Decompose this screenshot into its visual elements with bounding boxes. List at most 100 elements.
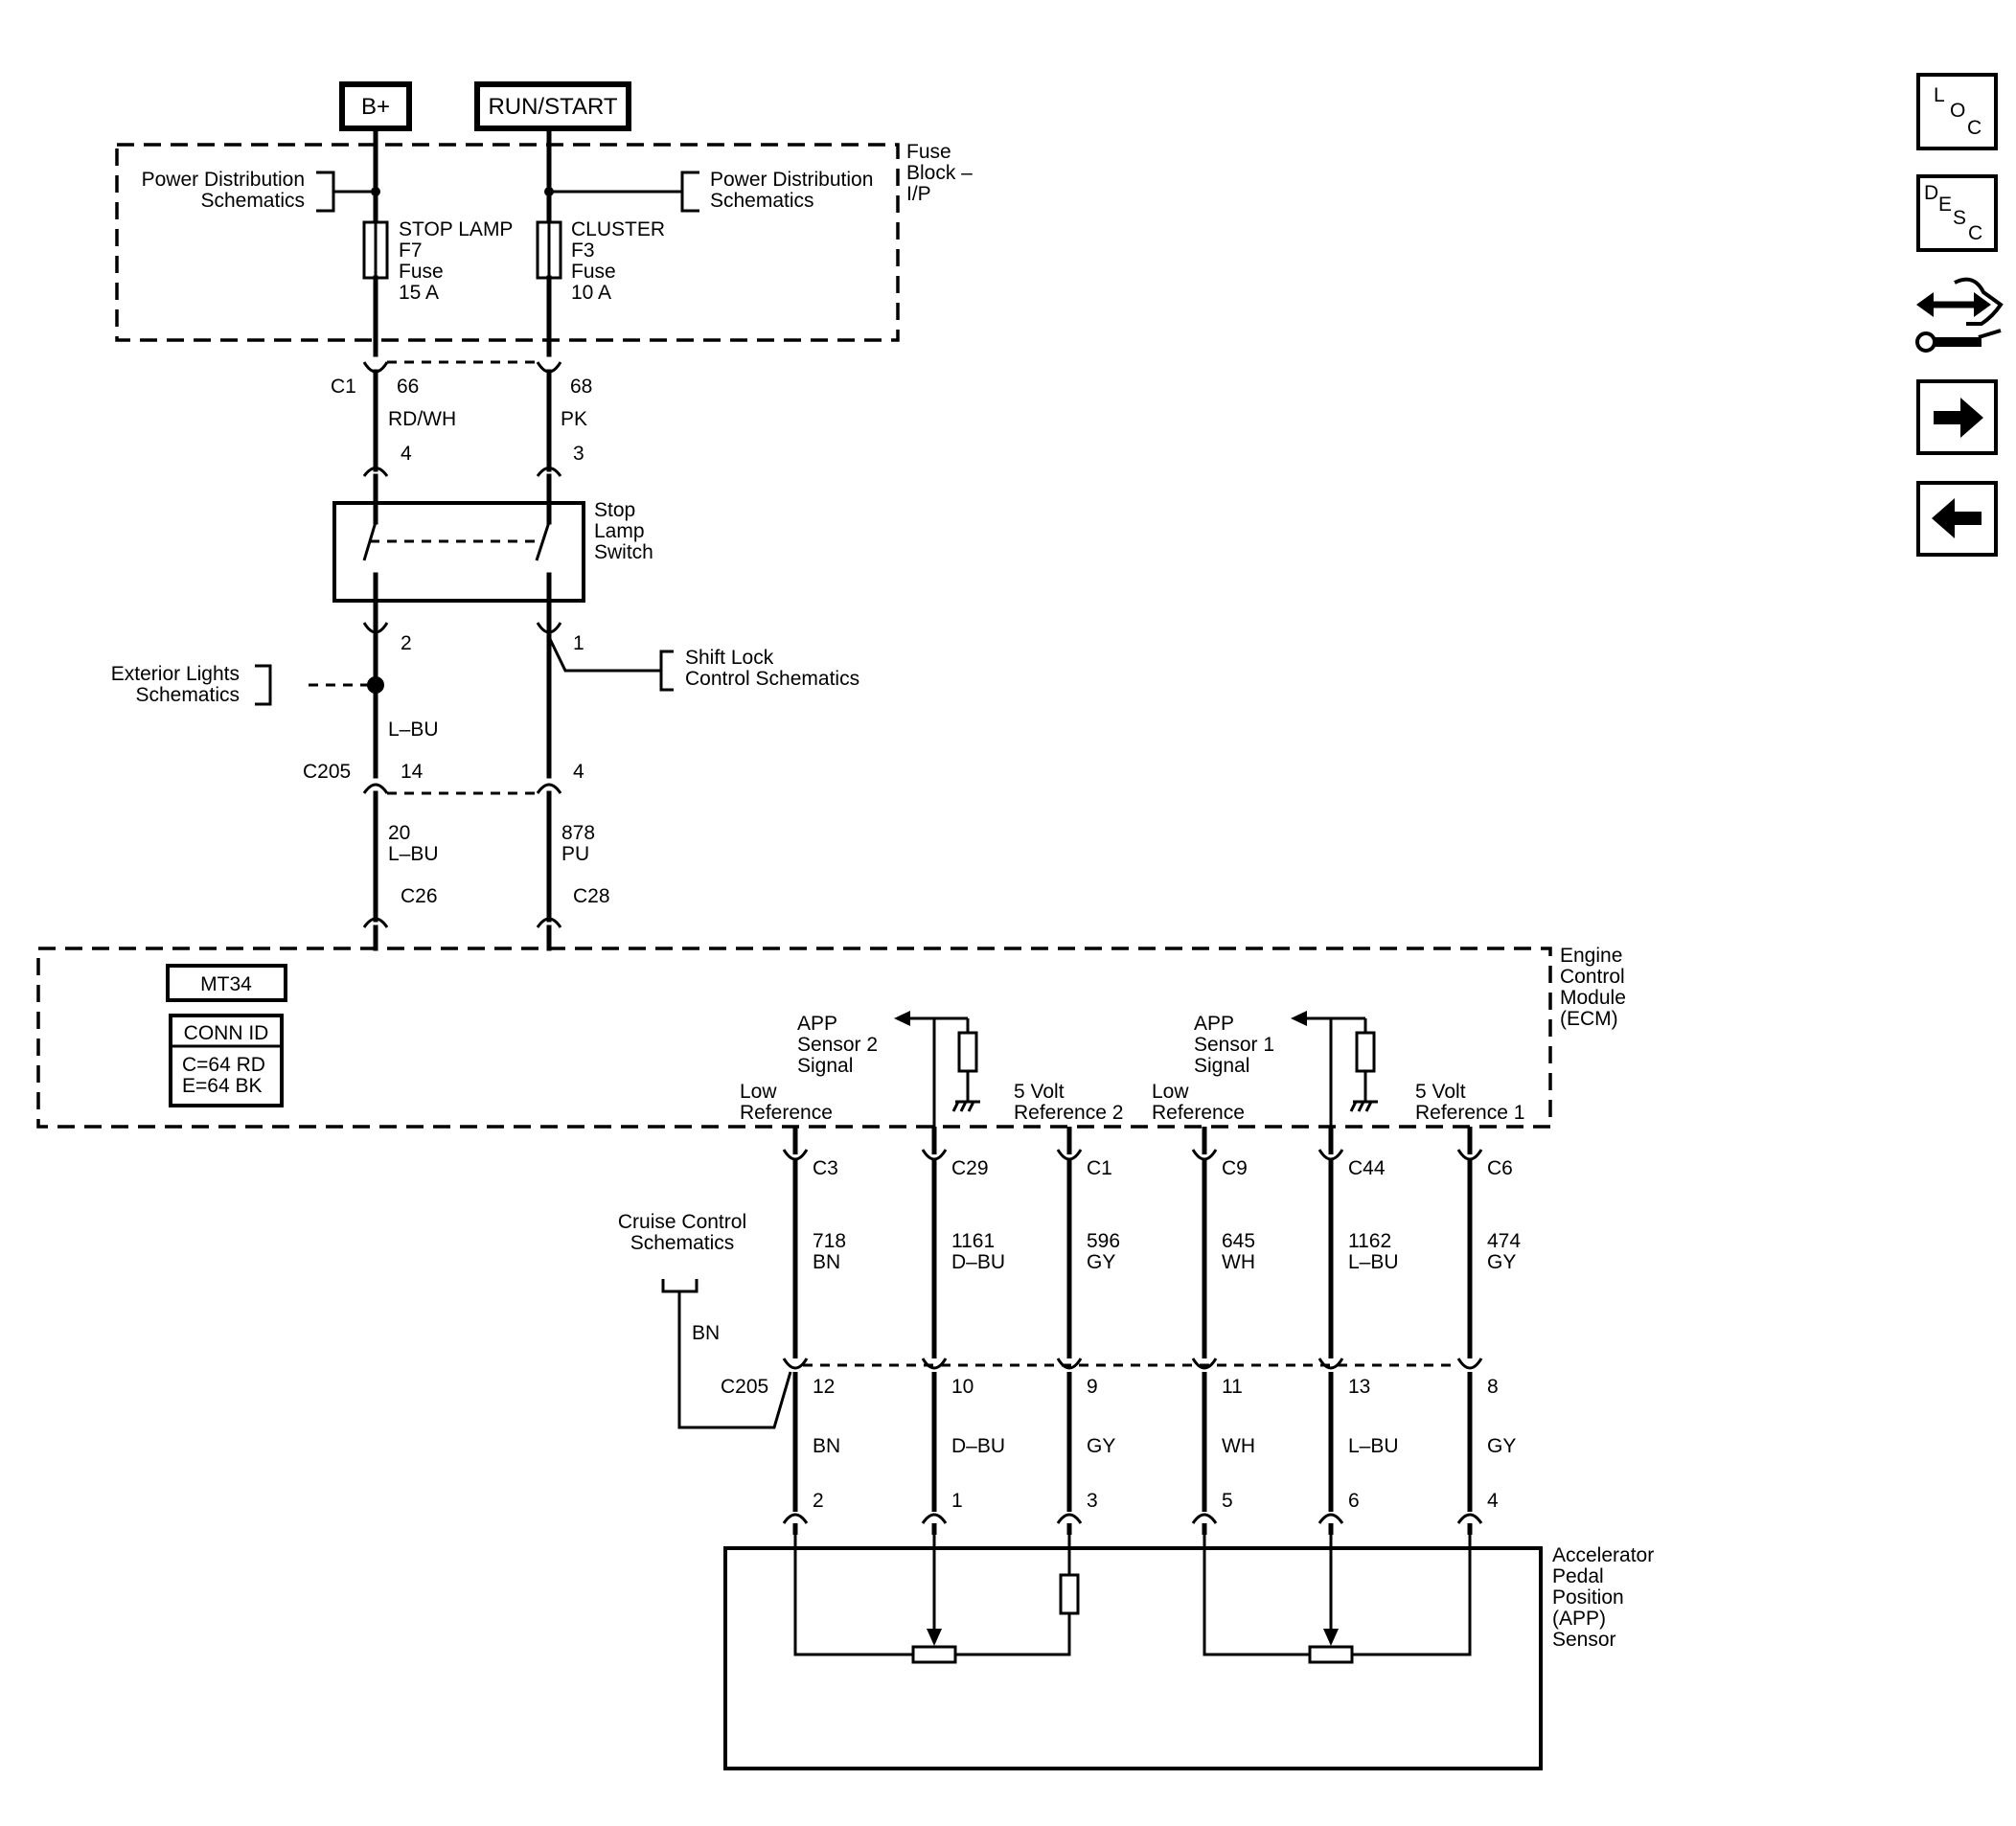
svg-text:Control Schematics: Control Schematics (685, 668, 859, 690)
app1-signal-label: APP Sensor 1 Signal (1194, 1013, 1274, 1077)
svg-text:F7: F7 (399, 240, 423, 262)
loc-button[interactable]: L O C (1916, 73, 1998, 150)
c205-pin-label: 13 (1348, 1376, 1370, 1398)
sensor-pin-label: 6 (1348, 1490, 1360, 1512)
svg-text:20: 20 (388, 822, 410, 844)
fuse-block-boundary (115, 143, 900, 342)
svg-text:APP: APP (797, 1013, 837, 1035)
svg-text:Stop: Stop (594, 499, 635, 521)
svg-text:Sensor 2: Sensor 2 (797, 1034, 878, 1056)
wire-color: BN (813, 1435, 840, 1457)
c205-pin-label: 9 (1087, 1376, 1098, 1398)
circuit-number: 645 (1222, 1230, 1255, 1252)
circuit-number: 1161 (951, 1230, 995, 1252)
wire-color: D–BU (951, 1251, 1005, 1273)
svg-text:Schematics: Schematics (135, 684, 240, 706)
sensor-connector (1317, 1513, 1344, 1524)
splice-dot (367, 676, 384, 694)
app1-signal-arrow (1291, 1011, 1378, 1150)
svg-text:APP: APP (1194, 1013, 1234, 1035)
wire-color: BN (813, 1251, 840, 1273)
c205-connector (921, 1358, 948, 1370)
ecm-label: Engine Control Module (ECM) (1560, 945, 1626, 1030)
connector-c205 (362, 783, 389, 794)
schematic-ref-bracket (255, 664, 272, 706)
svg-text:O: O (1950, 100, 1965, 122)
resistor (1308, 1645, 1354, 1664)
wire-color: GY (1487, 1251, 1516, 1273)
svg-text:F3: F3 (571, 240, 595, 262)
wire-color: L–BU (388, 719, 439, 741)
connector-c28 (536, 917, 562, 928)
app2-signal-arrow (894, 1011, 980, 1150)
cruise-control-label[interactable]: Cruise Control Schematics (618, 1211, 746, 1254)
wire-color: WH (1222, 1251, 1255, 1273)
pin-label: 68 (570, 376, 592, 398)
svg-text:E=64 BK: E=64 BK (182, 1075, 262, 1097)
cruise-control-branch (661, 1279, 792, 1429)
connector-label: C205 (721, 1376, 768, 1398)
svg-text:(APP): (APP) (1552, 1608, 1606, 1630)
desc-button[interactable]: D E S C (1916, 174, 1998, 252)
pin-label: C26 (401, 885, 438, 907)
wire-color: GY (1487, 1435, 1516, 1457)
ref2-label: 5 Volt Reference 2 (1014, 1081, 1123, 1124)
connector-label: C205 (303, 761, 351, 783)
svg-text:L–BU: L–BU (388, 843, 439, 865)
runstart-text: RUN/START (488, 94, 617, 120)
connector-c26 (362, 917, 389, 928)
svg-text:Power Distribution: Power Distribution (142, 169, 305, 191)
conn-id-table: CONN ID C=64 RD E=64 BK (169, 1014, 284, 1107)
app2-signal-label: APP Sensor 2 Signal (797, 1013, 878, 1077)
svg-text:Sensor 1: Sensor 1 (1194, 1034, 1274, 1056)
pin-label: C28 (573, 885, 610, 907)
pin-label: 2 (401, 632, 412, 654)
svg-text:Sensor: Sensor (1552, 1629, 1616, 1651)
switch-label: Stop Lamp Switch (594, 499, 653, 563)
svg-text:Lamp: Lamp (594, 520, 645, 542)
svg-text:I/P: I/P (906, 183, 931, 205)
svg-text:Schematics: Schematics (200, 190, 305, 212)
pd-right-label[interactable]: Power Distribution Schematics (710, 169, 873, 212)
c205-connector (1056, 1358, 1083, 1370)
sensor-pin-label: 3 (1087, 1490, 1098, 1512)
c1-label: C1 (331, 376, 356, 398)
c205-connector (1456, 1358, 1483, 1370)
wire-878-label: 878 PU (561, 822, 595, 865)
sensor-pin-label: 4 (1487, 1490, 1499, 1512)
app-sensor (723, 1546, 1543, 1770)
wire-color: GY (1087, 1251, 1115, 1273)
pin-label: 1 (573, 632, 584, 654)
c205-connector (1191, 1358, 1218, 1370)
svg-text:878: 878 (561, 822, 595, 844)
circuit-group: C3718BN12BN2C291161D–BU10D–BU1C1596GY9GY… (782, 1127, 1521, 1535)
svg-text:Signal: Signal (797, 1055, 853, 1077)
low-reference-b-label: Low Reference (1152, 1081, 1245, 1124)
svg-text:MT34: MT34 (200, 973, 252, 995)
exterior-lights-label[interactable]: Exterior Lights Schematics (111, 663, 240, 706)
pin-label: 4 (401, 443, 412, 465)
pd-left-label[interactable]: Power Distribution Schematics (142, 169, 305, 212)
swap-wrench-icon[interactable] (1915, 277, 2004, 353)
svg-text:5 Volt: 5 Volt (1014, 1081, 1065, 1103)
cluster-fuse-label: CLUSTER F3 Fuse 10 A (571, 218, 665, 304)
connector (362, 467, 389, 477)
sensor-connector (921, 1513, 948, 1524)
schematic-ref-bracket (659, 650, 674, 692)
c205-pin-label: 12 (813, 1376, 835, 1398)
arrow-left-icon[interactable] (1916, 481, 1998, 557)
svg-text:S: S (1953, 207, 1966, 229)
svg-text:Accelerator: Accelerator (1552, 1544, 1654, 1566)
shift-lock-label[interactable]: Shift Lock Control Schematics (685, 647, 859, 690)
wire-color: D–BU (951, 1435, 1005, 1457)
svg-text:Fuse: Fuse (571, 261, 616, 283)
arrow-right-icon[interactable] (1916, 379, 1998, 455)
ecm-pin-label: C29 (951, 1157, 989, 1179)
ref1-label: 5 Volt Reference 1 (1415, 1081, 1524, 1124)
svg-text:10 A: 10 A (571, 282, 611, 304)
bplus-text: B+ (361, 94, 390, 120)
sensor-connector (1056, 1513, 1083, 1524)
mt34-tag: MT34 (166, 964, 287, 1002)
ecm-pin-label: C9 (1222, 1157, 1248, 1179)
